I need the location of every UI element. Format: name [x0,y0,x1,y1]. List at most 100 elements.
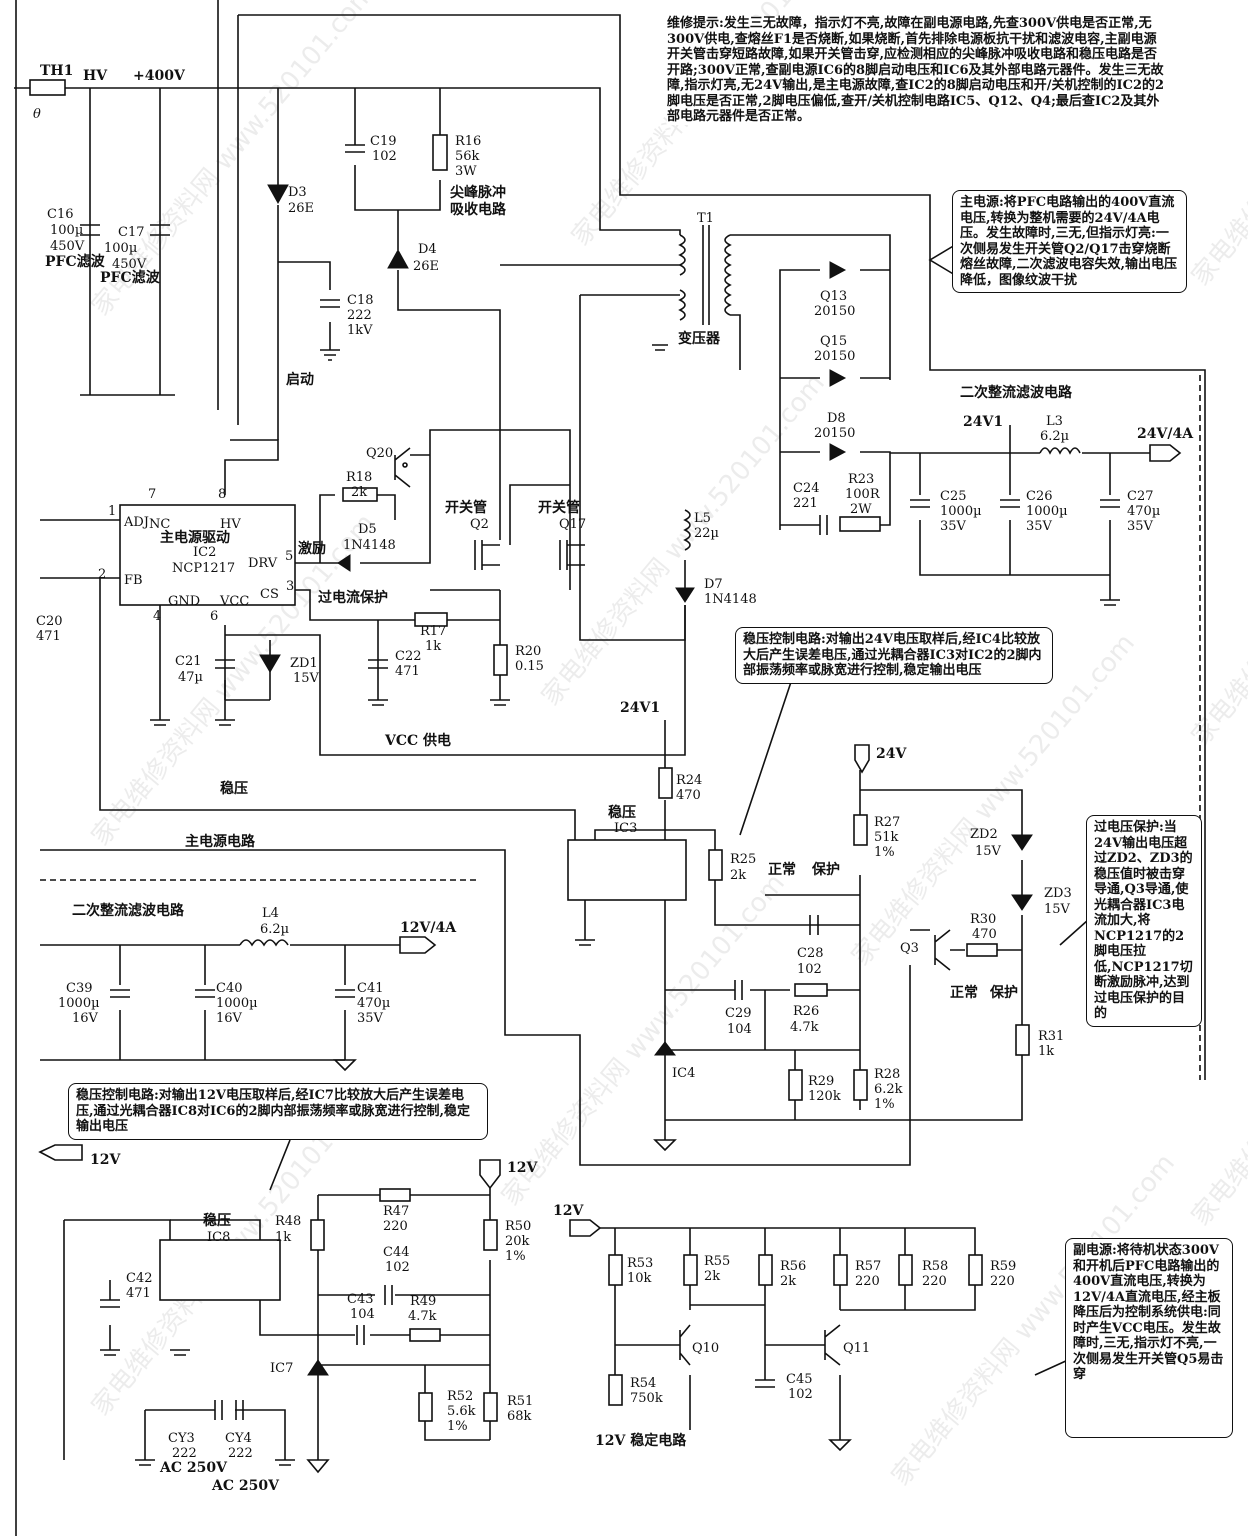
label-c21a: C21 [175,654,202,669]
label-d7a: D7 [704,577,723,592]
label-c17d: PFC滤波 [100,269,161,286]
r52-resistor [418,1392,433,1422]
label-d8a: D8 [827,411,846,426]
r55-resistor [683,1254,698,1286]
label-c42a: C42 [126,1271,153,1286]
label-r23a: R23 [848,472,874,487]
repair-tip-note: 维修提示:发生三无故障，指示灯不亮,故障在副电源电路,先查300V供电是否正常,… [667,16,1167,125]
label-r47a: R47 [383,1204,409,1219]
label-q20: Q20 [366,446,393,461]
label-normal1: 正常 [768,861,796,878]
label-c41c: 35V [357,1011,384,1026]
r24-resistor [658,767,673,799]
label-r31b: 1k [1038,1044,1054,1059]
label-c20a: C20 [36,614,63,629]
r57-resistor [833,1254,848,1286]
label-hv: HV [83,68,108,84]
label-c19a: C19 [370,134,397,149]
label-q2: Q2 [470,517,489,532]
label-r56a: R56 [780,1259,806,1274]
label-zd3b: 15V [1044,902,1071,917]
th1-thermistor [29,79,66,96]
label-c22b: 471 [395,664,420,679]
label-cy4b: 222 [228,1446,253,1461]
label-r28b: 6.2k [874,1082,903,1097]
label-pin5: 5 [285,549,293,564]
label-t1: T1 [697,211,714,226]
l3-inductor [1039,447,1081,455]
label-c24b: 221 [793,496,818,511]
label-c42b: 471 [126,1286,151,1301]
label-r16b: 56k [455,149,480,164]
label-c16c: 450V [50,239,85,254]
label-cy3a: CY3 [168,1431,195,1446]
label-ic3b: IC3 [614,821,637,836]
label-r30a: R30 [970,912,996,927]
label-c18c: 1kV [347,323,373,338]
label-r51a: R51 [507,1394,533,1409]
label-c29b: 104 [727,1022,752,1037]
c39-c41-caps [110,989,355,998]
label-protect2: 保护 [989,984,1018,1001]
label-c45b: 102 [788,1387,813,1402]
label-r27c: 1% [874,845,895,860]
label-r56b: 2k [780,1274,796,1289]
label-sw2: 开关管 [538,499,580,516]
label-r49b: 4.7k [408,1309,437,1324]
label-gnd: GND [168,594,200,609]
label-r53b: 10k [627,1271,652,1286]
r26-resistor [794,983,828,997]
label-zd2b: 15V [975,844,1002,859]
label-d3a: D3 [288,185,307,200]
label-c16a: C16 [47,207,74,222]
c42-c44-caps [100,1285,393,1345]
label-pin1: 1 [108,504,116,519]
label-spike1: 尖峰脉冲 [450,184,506,201]
label-v24: 24V [876,746,907,762]
label-ic2t3: NCP1217 [172,561,235,576]
label-c17c: 450V [112,257,147,272]
label-th1: TH1 [40,63,73,79]
label-r50c: 1% [505,1249,526,1264]
label-r28a: R28 [874,1067,900,1082]
label-r26b: 4.7k [790,1020,819,1035]
label-r55b: 2k [704,1269,720,1284]
r20-resistor [493,644,508,676]
label-r29b: 120k [808,1089,841,1104]
label-q3: Q3 [900,941,919,956]
label-r55a: R55 [704,1254,730,1269]
label-hvpin: HV [220,517,241,532]
label-l4b: 6.2µ [260,922,289,937]
label-pin8: 8 [218,487,226,502]
label-r25a: R25 [730,852,756,867]
ic2-box [119,504,296,606]
bjt-transistors [394,447,951,1366]
label-c40a: C40 [216,981,243,996]
label-c25b: 1000µ [940,504,982,519]
r49-resistor [409,1328,441,1342]
r58-resistor [898,1254,913,1286]
ic3-box [567,839,687,901]
label-c39a: C39 [66,981,93,996]
label-r47b: 220 [383,1219,408,1234]
label-p400: +400V [133,68,186,84]
label-normal2: 正常 [950,984,978,1001]
label-ic3a: 稳压 [608,804,636,821]
r51-resistor [483,1392,498,1422]
label-c24a: C24 [793,481,820,496]
label-protect1: 保护 [811,861,840,878]
label-l4a: L4 [262,906,279,921]
label-q10: Q10 [692,1341,719,1356]
label-l3a: L3 [1046,414,1063,429]
label-r57b: 220 [855,1274,880,1289]
label-cy3b: 222 [172,1446,197,1461]
label-pin7: 7 [148,487,156,502]
label-c18a: C18 [347,293,374,308]
label-sec2: 二次整流滤波电路 [72,902,185,919]
label-mainps: 主电源电路 [185,833,256,850]
r28-resistor [853,1069,868,1101]
label-d5a: D5 [358,522,377,537]
label-c39c: 16V [72,1011,99,1026]
label-d4a: D4 [418,242,437,257]
